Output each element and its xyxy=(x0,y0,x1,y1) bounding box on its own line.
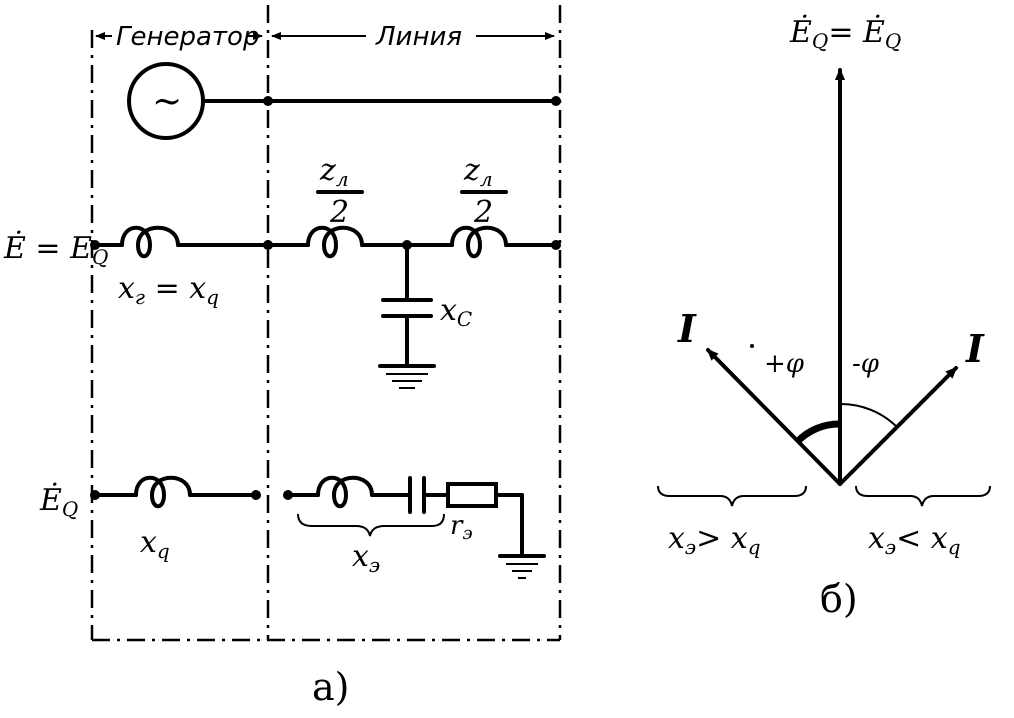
i-left-phasor xyxy=(706,348,842,486)
right-i-label: I xyxy=(965,326,985,371)
inductor-zl-left xyxy=(306,225,364,259)
xe-label: xэ xyxy=(352,539,380,577)
left-i-label: I xyxy=(677,306,697,351)
left-condition: xэ> xq xyxy=(668,521,761,559)
row1-circuit xyxy=(127,62,561,140)
resistor-re xyxy=(446,482,498,508)
xq-label: xq xyxy=(140,525,170,563)
generator-frame xyxy=(90,5,562,642)
zl-right-den: 2 xyxy=(473,195,493,230)
minus-phi-arc xyxy=(839,402,898,428)
zl-left-num: zл xyxy=(319,153,349,191)
zl-right-num: zл xyxy=(463,153,493,191)
row3-circuit xyxy=(90,475,546,579)
e-label: Ė = EQ xyxy=(3,230,108,269)
xe-brace xyxy=(297,513,445,537)
re-label: rэ xyxy=(450,511,473,544)
caption-b: б) xyxy=(820,577,858,621)
row2-circuit xyxy=(90,225,561,389)
minus-phi-label: -φ xyxy=(852,349,880,379)
ground-symbol-1 xyxy=(378,364,436,389)
xc-label: xC xyxy=(440,293,472,331)
left-brace xyxy=(657,485,807,507)
generator-label: Генератор xyxy=(116,22,259,52)
inductor-xq xyxy=(134,475,192,509)
plus-phi-label: +φ xyxy=(764,349,805,379)
right-condition: xэ< xq xyxy=(868,521,961,559)
top-phasor-label: ĖQ= ĖQ xyxy=(789,14,901,53)
generator-symbol: ~ xyxy=(152,81,182,122)
xg-label: xг = xq xyxy=(118,271,219,309)
phasor-diagram xyxy=(657,68,991,507)
inductor-zl-right xyxy=(450,225,508,259)
plus-phi-arc xyxy=(794,420,841,445)
ground-symbol-2 xyxy=(498,554,546,579)
i-right-phasor xyxy=(838,366,958,486)
zl-left-den: 2 xyxy=(329,195,349,230)
line-label: Линия xyxy=(375,22,462,52)
inductor-xe xyxy=(316,475,374,509)
right-brace xyxy=(855,485,991,507)
eq-label: ĖQ xyxy=(39,482,78,521)
inductor-xg xyxy=(120,225,180,259)
caption-a: а) xyxy=(312,665,349,709)
